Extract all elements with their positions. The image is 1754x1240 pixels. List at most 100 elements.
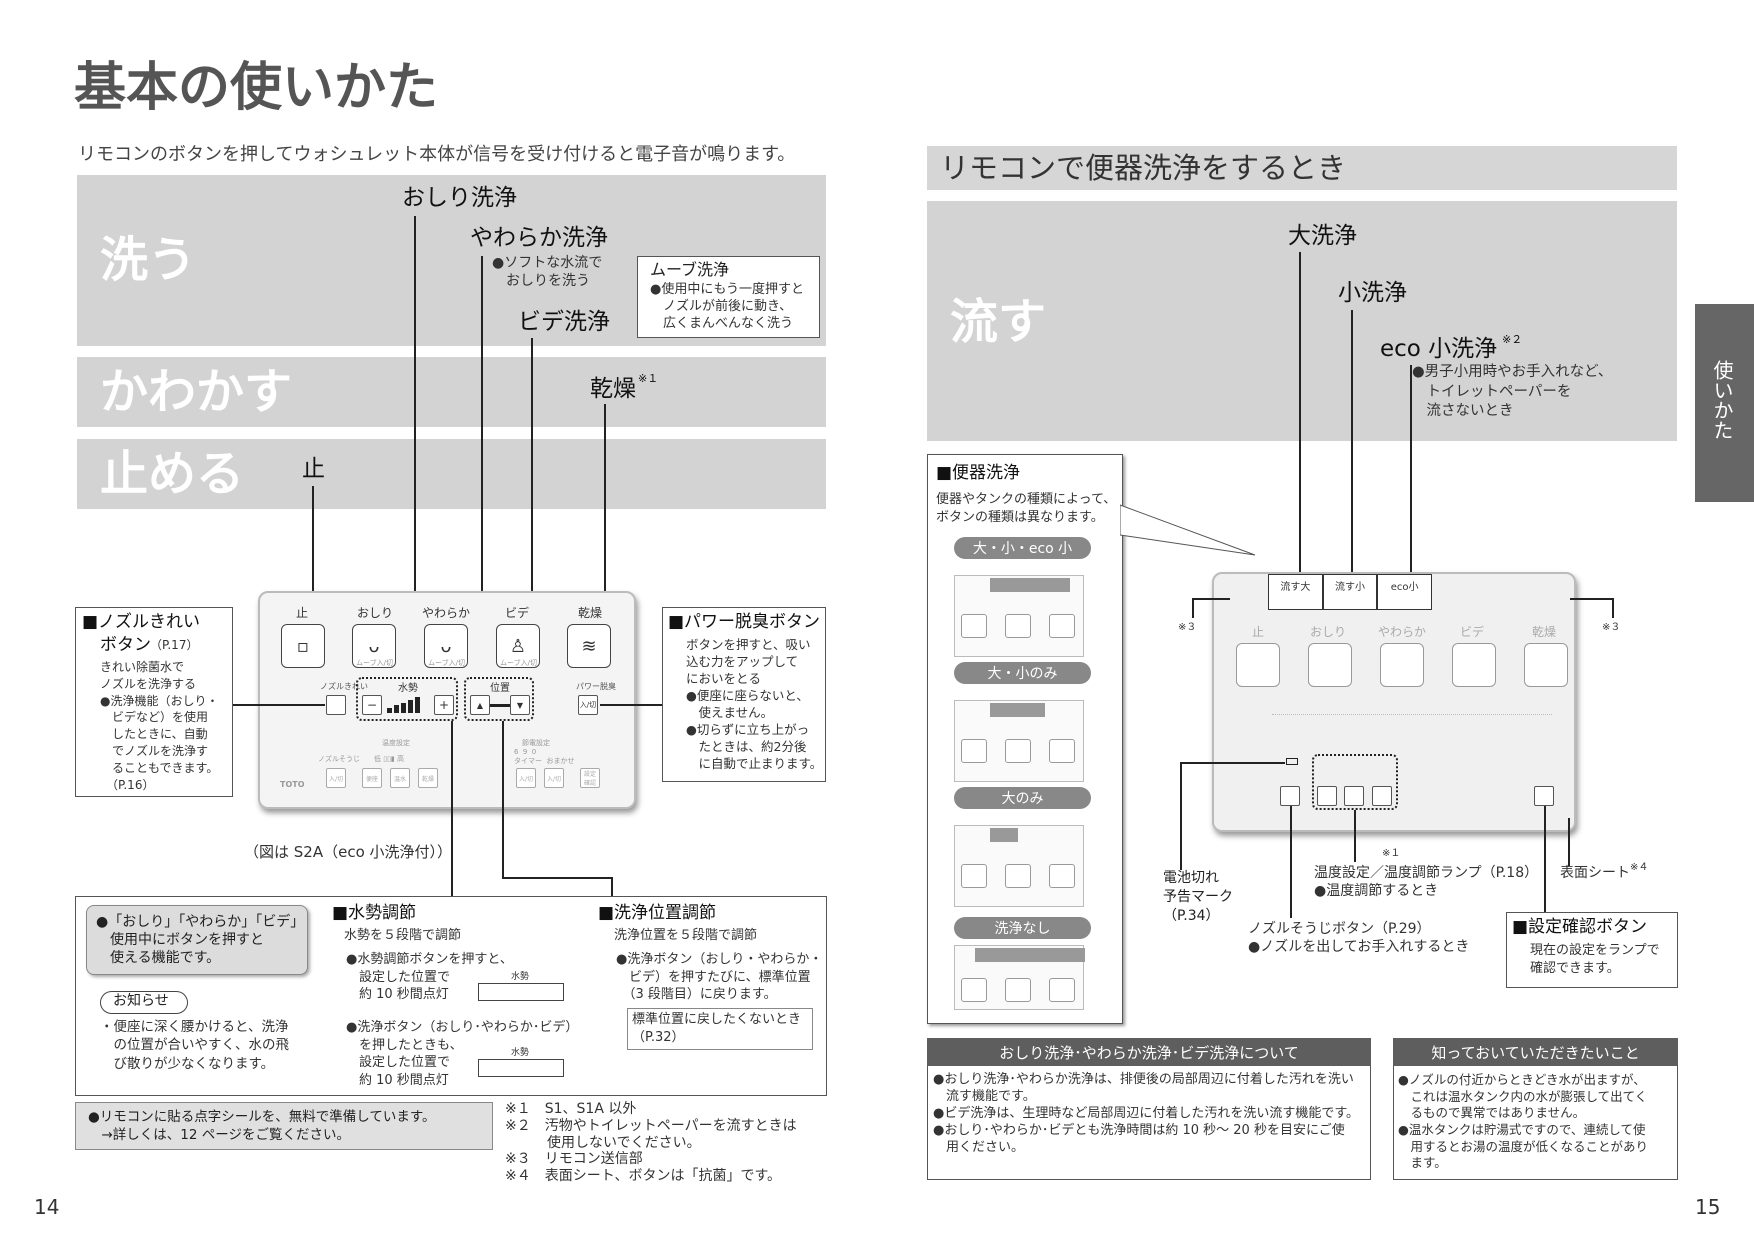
suisei-title: ■水勢調節 — [332, 903, 417, 923]
flush-button-strip: 流す大 流す小 eco小 — [1268, 574, 1433, 610]
band-dry — [77, 357, 826, 427]
callout-kanso-mark: ※１ — [638, 372, 659, 385]
leader-bide — [531, 338, 533, 634]
right-stop-button[interactable] — [1236, 643, 1280, 687]
flush-eco-button[interactable]: eco小 — [1377, 574, 1433, 610]
right-benza-button[interactable] — [1317, 786, 1337, 806]
leader-mark3-left — [1192, 598, 1194, 618]
remote-label-kanso: 乾燥 — [578, 606, 603, 620]
intro-text: リモコンのボタンを押してウォシュレット本体が信号を受け付けると電子音が鳴ります。 — [78, 144, 796, 165]
variant-remote-4 — [954, 945, 1085, 1010]
right-kanso-button[interactable] — [1524, 643, 1568, 687]
callout-yawaraka: やわらか洗浄 — [470, 225, 608, 251]
leader-ondo — [1354, 810, 1356, 862]
kanso-button[interactable]: ≋ — [567, 624, 611, 668]
ichi-down-button[interactable]: ▼ — [510, 695, 530, 715]
callout-stop: 止 — [302, 456, 325, 482]
benki-callout-pointer — [1120, 504, 1256, 556]
nozzle-clean-button[interactable] — [326, 695, 346, 715]
callout-eco: eco 小洗浄 — [1380, 336, 1498, 362]
setsuden-omakase-button[interactable]: 入/切 — [544, 768, 564, 788]
right-oshiri-button[interactable] — [1308, 643, 1352, 687]
suisei-mini-indicator-2 — [478, 1059, 564, 1077]
right-remote-label-stop: 止 — [1252, 625, 1265, 639]
right-yawaraka-button[interactable] — [1380, 643, 1424, 687]
settei-kakunin-button[interactable]: 設定 確認 — [580, 768, 600, 788]
setsuden-label: 節電設定 — [522, 739, 550, 747]
right-bide-button[interactable] — [1452, 643, 1496, 687]
page-number-left: 14 — [34, 1195, 60, 1219]
right-kanso-temp-button[interactable] — [1372, 786, 1392, 806]
leader-settei — [1544, 806, 1546, 912]
suisei-plus-button[interactable]: + — [434, 695, 454, 715]
ichi-slider — [490, 704, 510, 707]
leader-denchi-h — [1180, 762, 1285, 764]
suisei-sub: 水勢を５段階で調節 — [344, 928, 462, 943]
ichi-title: ■洗浄位置調節 — [598, 903, 717, 923]
mark1-right: ※１ — [1382, 848, 1401, 859]
suisei-minus-button[interactable]: − — [362, 695, 382, 715]
benki-text: 便器やタンクの種類によって、 ボタンの種類は異なります。 — [936, 492, 1117, 525]
leader-sho — [1351, 310, 1353, 572]
band-label-stop: 止める — [100, 446, 245, 502]
callout-dai: 大洗浄 — [1288, 223, 1357, 249]
callout-kanso: 乾燥 — [590, 376, 636, 402]
ichi-sub: 洗浄位置を５段階で調節 — [614, 928, 758, 943]
stop-button[interactable]: ▫ — [281, 624, 325, 668]
tenji-box — [75, 1102, 493, 1150]
move-wash-title: ムーブ洗浄 — [650, 260, 730, 279]
figure-caption: （図は S2A（eco 小洗浄付）） — [244, 843, 453, 861]
variant-remote-3 — [954, 825, 1084, 907]
settei-title: ■設定確認ボタン — [1512, 917, 1648, 937]
flush-dai-button[interactable]: 流す大 — [1268, 574, 1323, 610]
benza-temp-button[interactable]: 便座 — [362, 768, 382, 788]
variant-label-2: 大・小のみ — [954, 662, 1091, 684]
leader-oshiri — [414, 216, 416, 634]
function-note-text: ●「おしり」「やわらか」「ビデ」 使用中にボタンを押すと 使える機能です。 — [96, 914, 305, 967]
nozzle-clean-label: ノズルきれい — [320, 682, 368, 691]
power-button[interactable]: 入/切 — [578, 695, 598, 715]
leader-hyomen — [1568, 818, 1570, 866]
leader-mark3-left-h — [1192, 598, 1230, 600]
right-header-bar — [927, 146, 1677, 190]
setsuden-timer-button[interactable]: 入/切 — [516, 768, 536, 788]
oshiri-button[interactable]: ᴗ — [352, 624, 396, 668]
leader-power — [600, 704, 662, 706]
oshiri-icon: ᴗ — [368, 635, 380, 657]
right-onsui-button[interactable] — [1344, 786, 1364, 806]
power-label: パワー脱臭 — [576, 682, 616, 691]
denchi-text: 電池切れ 予告マーク （P.34） — [1163, 870, 1233, 924]
nozzle-kirei-title2: ボタン — [100, 635, 151, 655]
leader-mark3-right-h — [1570, 598, 1612, 600]
flush-sho-button[interactable]: 流す小 — [1322, 574, 1378, 610]
ichi-ref-box — [627, 1008, 813, 1050]
about-text: ●おしり洗浄･やわらか洗浄は、排便後の局部周辺に付着した汚れを洗い 流す機能です… — [933, 1072, 1360, 1155]
variant-label-1: 大・小・eco 小 — [954, 537, 1091, 559]
battery-icon — [1286, 758, 1298, 765]
about-title-bar: おしり洗浄･やわらか洗浄･ビデ洗浄について — [927, 1038, 1371, 1066]
callout-sho: 小洗浄 — [1338, 280, 1407, 306]
band-label-dry: かわかす — [100, 364, 293, 420]
kanso-temp-button[interactable]: 乾燥 — [418, 768, 438, 788]
callout-eco-mark: ※２ — [1502, 333, 1523, 346]
move-wash-text: ●使用中にもう一度押すと ノズルが前後に動き、 広くまんべんなく洗う — [650, 282, 804, 331]
right-header-text: リモコンで便器洗浄をするとき — [940, 151, 1347, 185]
remote-control-right — [1212, 572, 1576, 832]
right-settei-button[interactable] — [1534, 786, 1554, 806]
leader-denchi — [1180, 762, 1182, 870]
know-title-bar: 知っておいていただきたいこと — [1393, 1038, 1678, 1066]
bide-button[interactable]: ♙ — [496, 624, 540, 668]
variant-remote-1 — [954, 575, 1084, 657]
yawaraka-button[interactable]: ᴗ — [424, 624, 468, 668]
onsui-temp-button[interactable]: 温水 — [390, 768, 410, 788]
right-nozzle-souji-button[interactable] — [1280, 786, 1300, 806]
remote-label-yawaraka: やわらか — [422, 606, 471, 620]
leader-ichi-down — [502, 721, 504, 878]
suisei-group — [356, 677, 458, 721]
band-label-wash: 洗う — [100, 232, 197, 288]
callout-eco-note: ●男子小用時やお手入れなど、 トイレットペーパーを 流さないとき — [1412, 364, 1613, 420]
ichi-up-button[interactable]: ▲ — [470, 695, 490, 715]
nozzle-souji-button[interactable]: 入/切 — [326, 768, 346, 788]
suisei-level-bars — [387, 697, 431, 713]
stop-icon: ▫ — [296, 635, 310, 657]
